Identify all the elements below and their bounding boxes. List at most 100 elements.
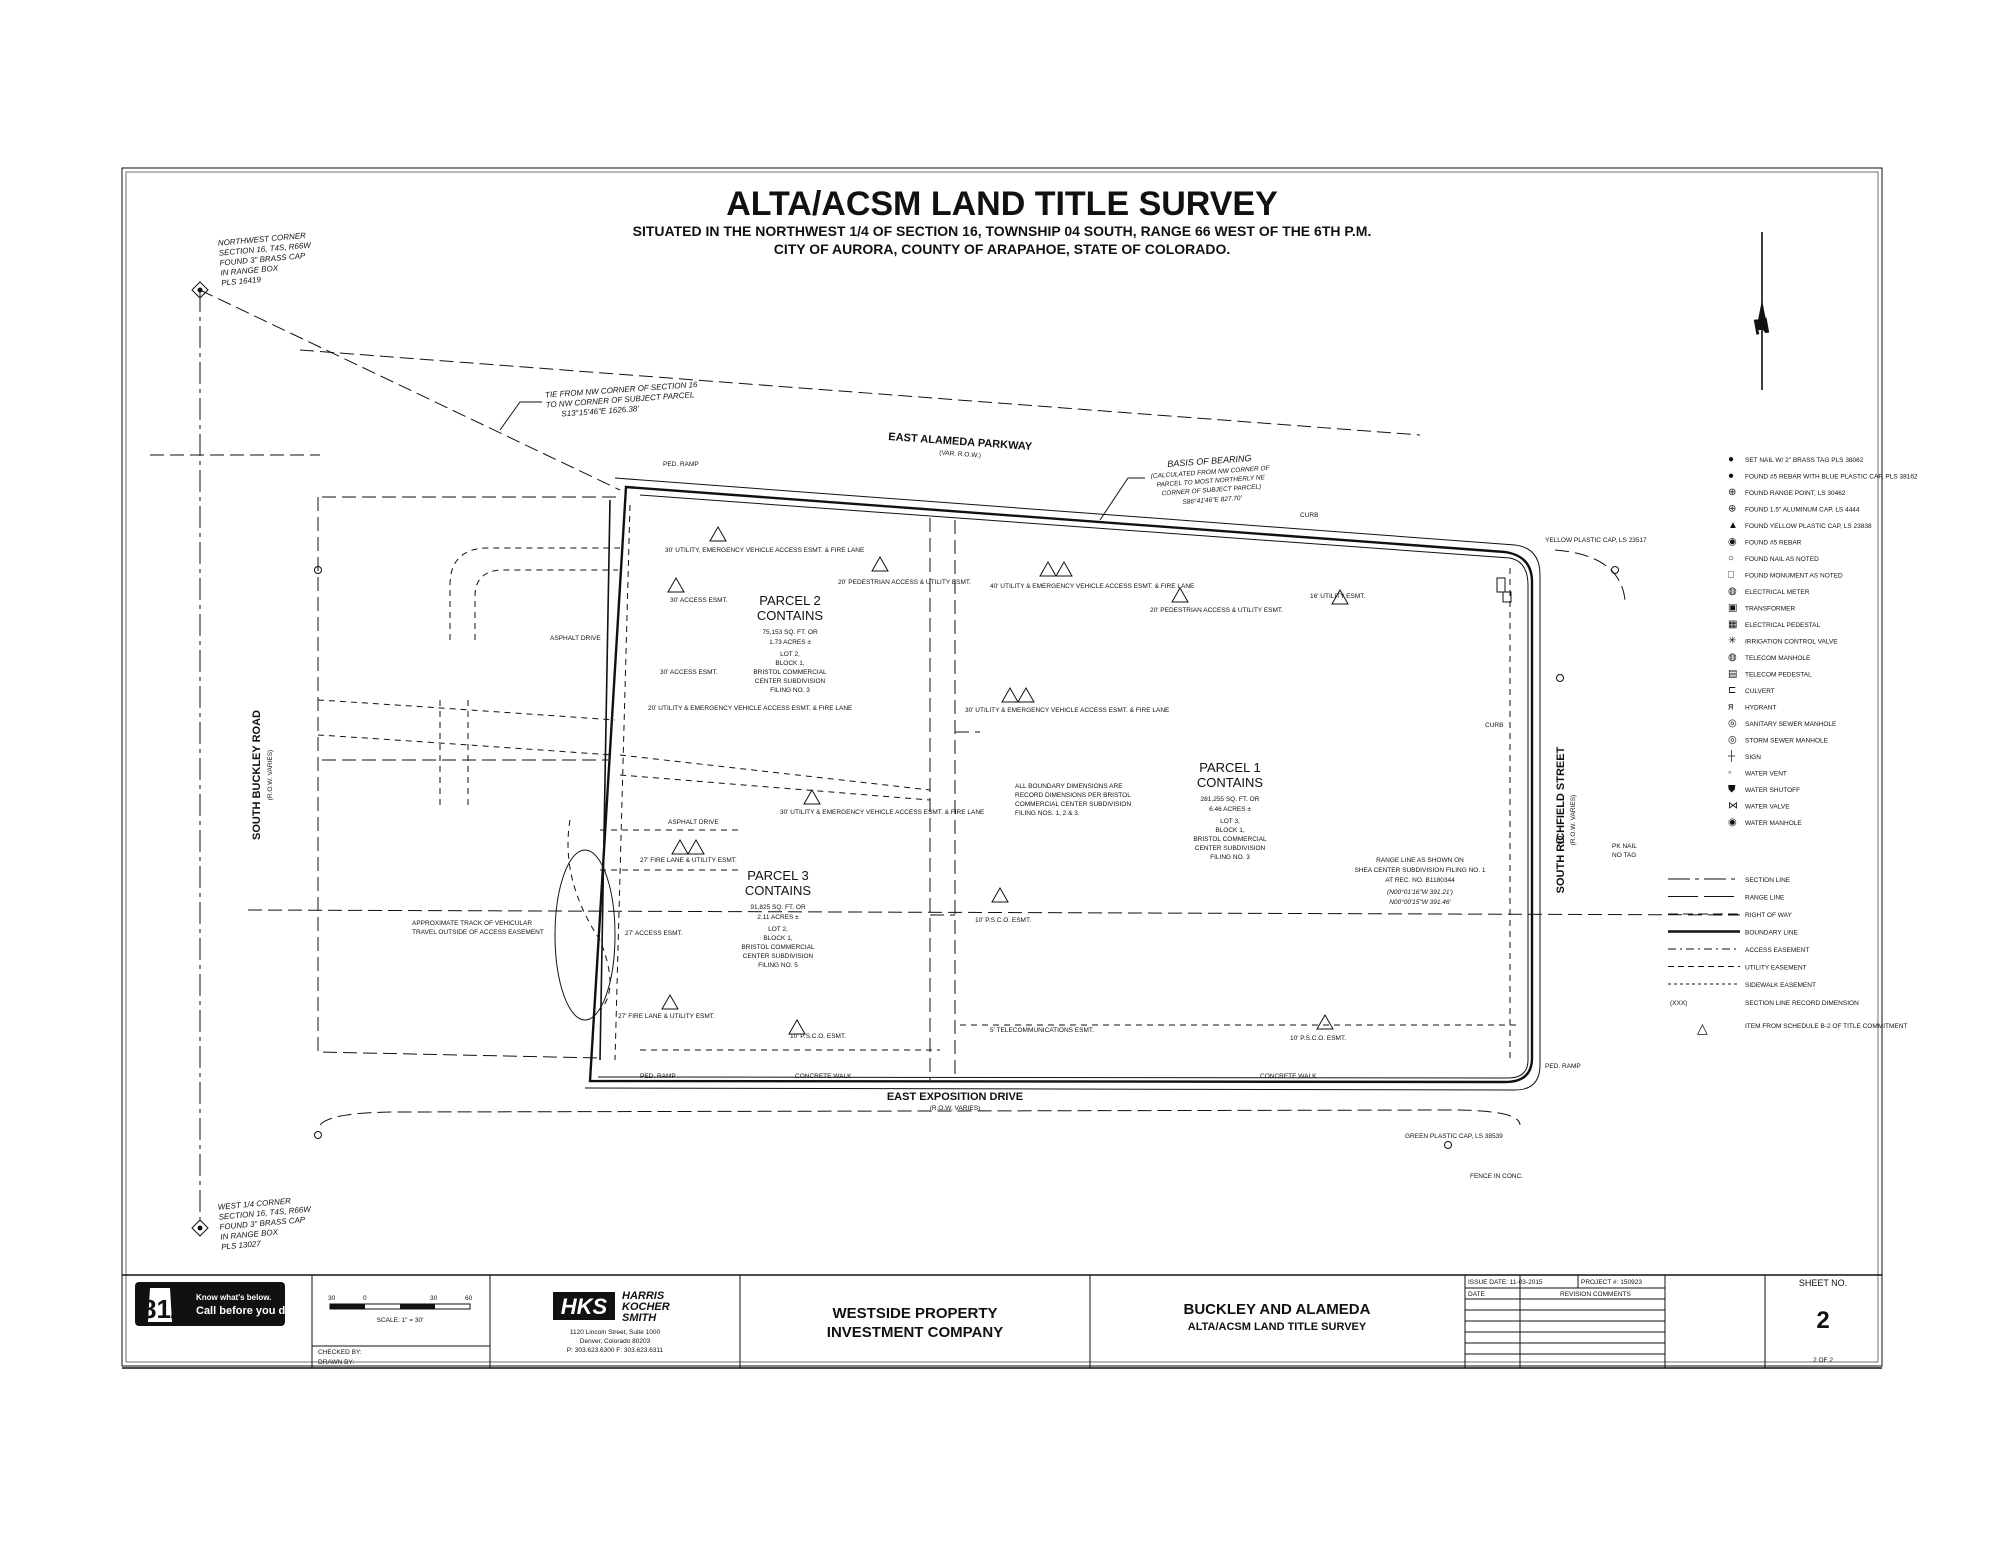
call-811-logo: 811 Know what's below. Call before you d… [135, 1282, 298, 1326]
nw-corner-note: NORTHWEST CORNER SECTION 16, T4S, R66W F… [217, 231, 312, 288]
schedule-item-icon [991, 886, 1009, 903]
street-east: SOUTH RICHFIELD STREET [1555, 746, 1567, 893]
drawn-by: DRAWN BY: [318, 1359, 354, 1366]
boundary-note: ALL BOUNDARY DIMENSIONS ARE RECORD DIMEN… [1015, 783, 1131, 817]
ped-ramp-label-3: PED. RAMP [1545, 1063, 1581, 1070]
legend-label: ELECTRICAL PEDESTAL [1745, 622, 1821, 629]
fence-label: FENCE IN CONC. [1470, 1173, 1523, 1180]
legend-label: IRRIGATION CONTROL VALVE [1745, 639, 1838, 646]
svg-text:20' PEDESTRIAN ACCESS & UTILIT: 20' PEDESTRIAN ACCESS & UTILITY ESMT. [1150, 607, 1283, 614]
legend: ●SET NAIL W/ 2" BRASS TAG PLS 38062●FOUN… [1727, 454, 1918, 828]
svg-text:10' P.S.C.O. ESMT.: 10' P.S.C.O. ESMT. [1290, 1035, 1346, 1042]
legend-symbol-icon: ⊕ [1728, 504, 1736, 515]
parcel-2-label: PARCEL 2 CONTAINS 75,153 SQ. FT. OR 1.73… [753, 593, 827, 694]
concrete-walk-label-2: CONCRETE WALK [1260, 1073, 1317, 1080]
drawing-border [121, 167, 1883, 1367]
svg-text:CONTAINS: CONTAINS [757, 608, 824, 623]
w-corner-monument-icon [191, 1219, 209, 1237]
ped-ramp-label: PED. RAMP [663, 461, 699, 468]
survey-subtitle-2: CITY OF AURORA, COUNTY OF ARAPAHOE, STAT… [774, 241, 1231, 257]
legend-label: SET NAIL W/ 2" BRASS TAG PLS 38062 [1745, 457, 1864, 464]
svg-text:5' TELECOMMUNICATIONS ESMT.: 5' TELECOMMUNICATIONS ESMT. [990, 1027, 1094, 1034]
survey-title: ALTA/ACSM LAND TITLE SURVEY [726, 185, 1278, 223]
scale-tick-1: 0 [363, 1295, 367, 1302]
legend-label: HYDRANT [1745, 705, 1776, 712]
svg-text:PLS 16419: PLS 16419 [221, 275, 262, 287]
section-lines [150, 289, 1741, 1228]
legend-symbol-icon: ▤ [1728, 669, 1737, 680]
schedule-item-icon [1171, 586, 1189, 603]
easement-callouts: 30' UTILITY, EMERGENCY VEHICLE ACCESS ES… [618, 525, 1365, 1042]
legend-label: TELECOM MANHOLE [1745, 655, 1811, 662]
svg-text:AT REC. NO. B1180344: AT REC. NO. B1180344 [1385, 877, 1455, 884]
right-of-way-lines [584, 477, 1541, 1091]
legend-label: FOUND 1.5" ALUMINUM CAP, LS 4444 [1745, 507, 1860, 514]
svg-text:16' UTILITY ESMT.: 16' UTILITY ESMT. [1310, 593, 1365, 600]
north-arrow-icon: N [1752, 232, 1772, 390]
schedule-item-icon [709, 525, 727, 542]
legend-symbol-icon: ◎ [1728, 718, 1737, 729]
boundary-monuments [314, 566, 1619, 1149]
range-line-note: RANGE LINE AS SHOWN ON SHEA CENTER SUBDI… [1354, 857, 1485, 906]
svg-text:20' PEDESTRIAN ACCESS & UTILIT: 20' PEDESTRIAN ACCESS & UTILITY ESMT. [838, 579, 971, 586]
svg-text:BLOCK 1,: BLOCK 1, [775, 660, 804, 667]
svg-text:20' UTILITY & EMERGENCY VEHICL: 20' UTILITY & EMERGENCY VEHICLE ACCESS E… [648, 705, 853, 712]
firm-address-2: Denver, Colorado 80203 [580, 1338, 651, 1345]
svg-text:(N00°01'16"W 391.21'): (N00°01'16"W 391.21') [1387, 888, 1453, 896]
svg-text:30' UTILITY & EMERGENCY VEHICL: 30' UTILITY & EMERGENCY VEHICLE ACCESS E… [965, 707, 1170, 714]
found-rebar-icon [1444, 1141, 1452, 1149]
client-name-1: WESTSIDE PROPERTY [832, 1305, 997, 1322]
svg-text:LOT 3,: LOT 3, [1220, 818, 1240, 825]
street-east-row: (R.O.W. VARIES) [1570, 795, 1577, 845]
svg-text:PARCEL 3: PARCEL 3 [747, 868, 808, 883]
legend-label: FOUND #5 REBAR WITH BLUE PLASTIC CAP, PL… [1745, 474, 1918, 481]
svg-text:SHEA CENTER SUBDIVISION FILING: SHEA CENTER SUBDIVISION FILING NO. 1 [1354, 867, 1485, 874]
legend-symbol-icon: ◍ [1728, 586, 1737, 597]
svg-text:2.11 ACRES ±: 2.11 ACRES ± [757, 914, 799, 921]
tie-note: TIE FROM NW CORNER OF SECTION 16 TO NW C… [545, 380, 699, 419]
found-rebar-icon [314, 1131, 322, 1139]
scale-tick-0: 30 [328, 1295, 336, 1302]
firm-name-1: HARRIS [622, 1290, 665, 1302]
legend-label: FOUND NAIL AS NOTED [1745, 556, 1819, 563]
legend-label: FOUND RANGE POINT, LS 30462 [1745, 490, 1846, 497]
schedule-item-icon [1055, 560, 1073, 577]
legend-symbol-icon: ┼ [1727, 749, 1736, 763]
project-subtitle: ALTA/ACSM LAND TITLE SURVEY [1188, 1321, 1367, 1333]
firm-logo: HKS HARRIS KOCHER SMITH 1120 Lincoln Str… [553, 1290, 670, 1354]
call-811-text-1: Know what's below. [196, 1293, 271, 1302]
legend-symbol-icon: ◉ [1728, 537, 1737, 548]
legend-symbol-icon: ● [1728, 471, 1734, 482]
svg-text:LOT 2,: LOT 2, [768, 926, 788, 933]
scale-label: SCALE: 1" = 30' [377, 1317, 424, 1324]
street-west: SOUTH BUCKLEY ROAD [251, 710, 263, 840]
legend-label: WATER VENT [1745, 771, 1787, 778]
schedule-item-icon [1001, 686, 1019, 703]
svg-text:30' ACCESS ESMT.: 30' ACCESS ESMT. [670, 597, 728, 604]
interior-parcel-lines [640, 518, 1520, 1080]
svg-text:1.73 ACRES ±: 1.73 ACRES ± [769, 639, 811, 646]
legend-line-label: SECTION LINE [1745, 877, 1791, 884]
svg-text:30' ACCESS ESMT.: 30' ACCESS ESMT. [660, 669, 718, 676]
svg-text:30' UTILITY, EMERGENCY VEHICLE: 30' UTILITY, EMERGENCY VEHICLE ACCESS ES… [665, 547, 865, 554]
svg-text:ALL BOUNDARY DIMENSIONS ARE: ALL BOUNDARY DIMENSIONS ARE [1015, 783, 1123, 790]
svg-text:CENTER SUBDIVISION: CENTER SUBDIVISION [755, 678, 826, 685]
svg-text:PARCEL 1: PARCEL 1 [1199, 760, 1260, 775]
legend-label: STORM SEWER MANHOLE [1745, 738, 1829, 745]
curb-label: CURB [1300, 512, 1318, 519]
basis-of-bearing: BASIS OF BEARING (CALCULATED FROM NW COR… [1151, 453, 1271, 506]
legend-label: FOUND YELLOW PLASTIC CAP, LS 23838 [1745, 523, 1872, 530]
schedule-item-icon [667, 576, 685, 593]
revision-header: REVISION COMMENTS [1560, 1291, 1631, 1298]
legend-symbol-icon: ◉ [1728, 817, 1737, 828]
svg-text:FILING NO. 3: FILING NO. 3 [770, 687, 810, 694]
svg-text:10' P.S.C.O. ESMT.: 10' P.S.C.O. ESMT. [975, 917, 1031, 924]
legend-symbol-icon: ◍ [1728, 652, 1737, 663]
sheet-number: 2 [1816, 1307, 1829, 1334]
found-rebar-icon [1556, 836, 1564, 844]
firm-address-1: 1120 Lincoln Street, Suite 1000 [570, 1329, 661, 1336]
legend-symbol-icon: ᴙ [1728, 702, 1733, 713]
schedule-item-icon [661, 993, 679, 1010]
legend-symbol-icon: □ [1728, 570, 1734, 581]
project-name: BUCKLEY AND ALAMEDA [1184, 1301, 1371, 1318]
